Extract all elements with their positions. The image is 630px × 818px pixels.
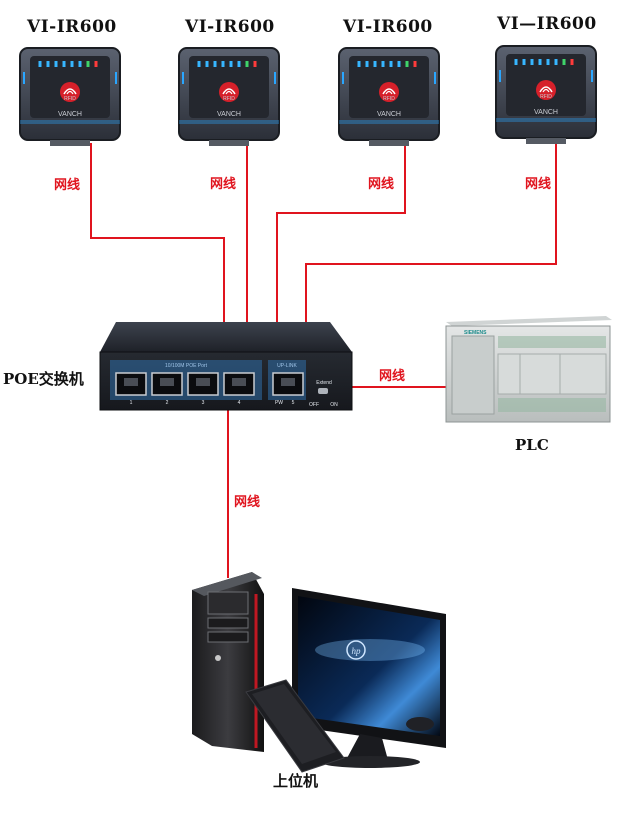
rfid-logo-text-2: RFID — [223, 96, 235, 102]
cable-label-plc: 网线 — [379, 369, 406, 384]
reader-brand-3: VANCH — [377, 111, 401, 118]
reader-label-3: VI-IR600 — [343, 17, 433, 37]
ethernet-port-uplink — [272, 372, 304, 396]
cable-reader-3 — [276, 143, 406, 322]
cable-label-reader-4: 网线 — [525, 177, 552, 192]
plc-device: SIEMENS — [445, 316, 612, 423]
reader-label-1: VI-IR600 — [27, 17, 117, 37]
plc-brand: SIEMENS — [464, 330, 487, 336]
port-number-4: 4 — [238, 400, 241, 406]
mouse — [406, 717, 434, 731]
port-number-5: 5 — [292, 400, 295, 406]
rfid-reader-4 — [495, 45, 597, 144]
reader-label-4: VI—IR600 — [497, 14, 597, 34]
cable-lines — [90, 143, 557, 578]
rfid-logo-text-1: RFID — [64, 96, 76, 102]
monitor-brand-mark: hp — [352, 646, 362, 656]
cable-label-reader-2: 网线 — [210, 177, 237, 192]
plc-label: PLC — [515, 436, 549, 454]
rfid-logo-text-3: RFID — [383, 96, 395, 102]
cable-label-reader-3: 网线 — [368, 177, 395, 192]
port-number-pw: PW — [275, 400, 283, 406]
extend-label: Extend — [316, 380, 332, 386]
reader-brand-1: VANCH — [58, 111, 82, 118]
ethernet-port-2 — [151, 372, 183, 396]
reader-brand-4: VANCH — [534, 109, 558, 116]
cable-label-reader-1: 网线 — [54, 178, 81, 193]
computer-label: 上位机 — [273, 772, 319, 790]
rfid-reader-1 — [19, 47, 121, 146]
port-number-2: 2 — [166, 400, 169, 406]
cable-label-computer: 网线 — [234, 495, 261, 510]
keyboard — [245, 679, 345, 773]
ethernet-port-3 — [187, 372, 219, 396]
pc-tower — [192, 572, 264, 752]
port-number-1: 1 — [130, 400, 133, 406]
rfid-reader-2 — [178, 47, 280, 146]
host-computer: hp — [192, 572, 446, 773]
rfid-reader-3 — [338, 47, 440, 146]
cable-reader-1 — [90, 143, 225, 322]
ethernet-port-1 — [115, 372, 147, 396]
poe-switch: 10/100M POE Port UP-LINK Extend OFF ON 1… — [99, 322, 353, 411]
uplink-caption: UP-LINK — [277, 363, 297, 369]
poe-port-caption: 10/100M POE Port — [165, 363, 208, 369]
poe-switch-label: POE交换机 — [3, 370, 84, 388]
on-label: ON — [330, 402, 338, 408]
off-label: OFF — [309, 402, 319, 408]
ethernet-port-4 — [223, 372, 255, 396]
reader-label-2: VI-IR600 — [185, 17, 275, 37]
rfid-logo-text-4: RFID — [540, 94, 552, 100]
port-number-3: 3 — [202, 400, 205, 406]
monitor: hp — [292, 588, 446, 768]
reader-brand-2: VANCH — [217, 111, 241, 118]
cable-reader-4 — [305, 143, 557, 322]
